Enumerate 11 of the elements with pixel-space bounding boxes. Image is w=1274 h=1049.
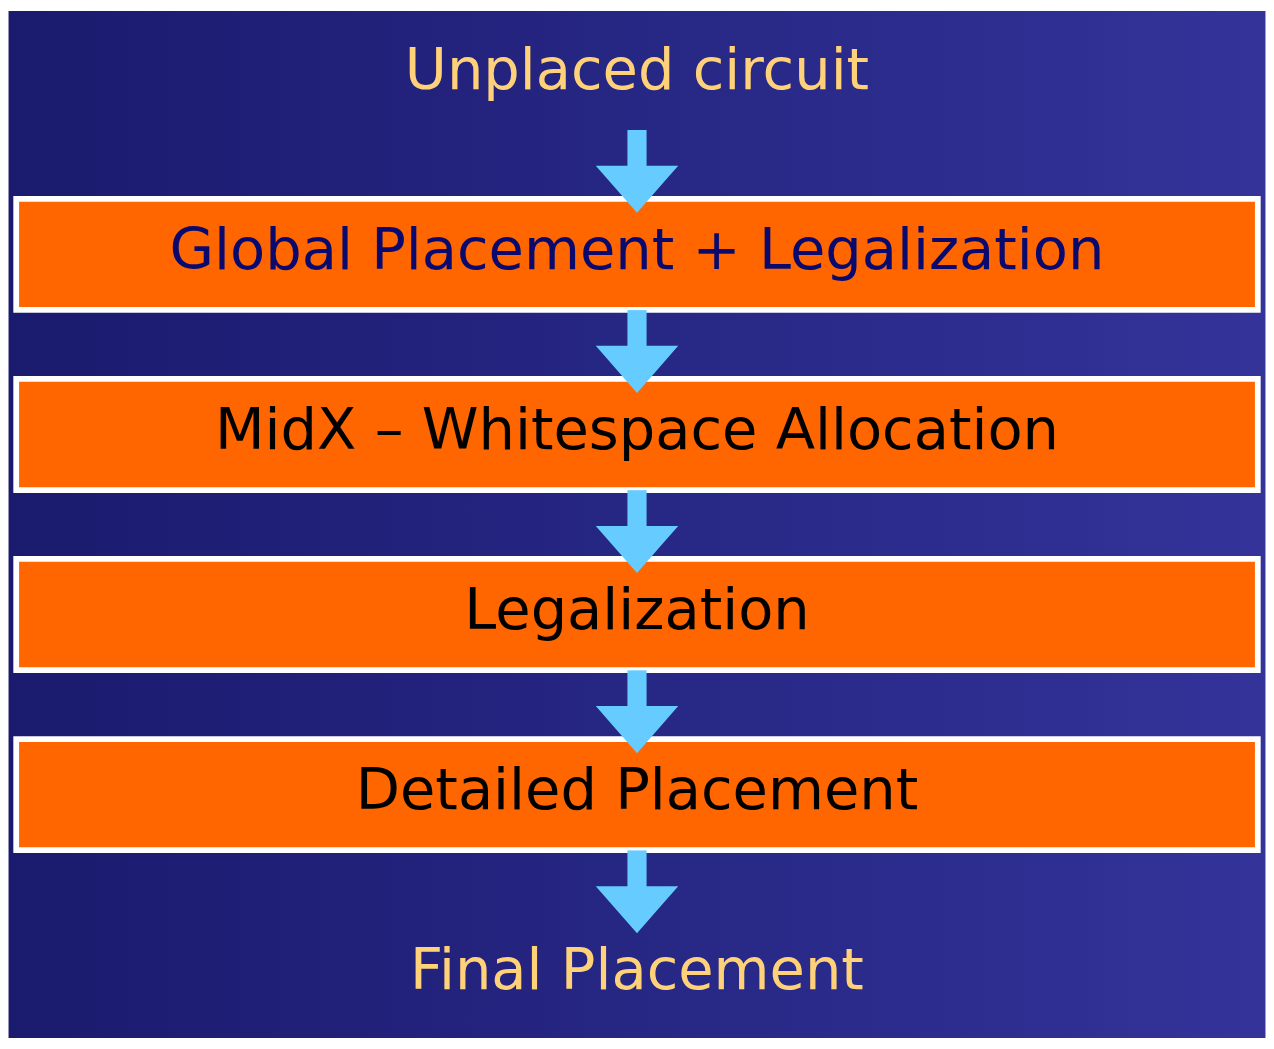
arrow — [595, 310, 679, 393]
node-text: Final Placement — [410, 936, 864, 1004]
node-box: Legalization — [13, 556, 1261, 673]
node-box: MidX – Whitespace Allocation — [13, 376, 1261, 493]
arrow — [595, 850, 679, 934]
node-text: Unplaced circuit — [404, 35, 870, 103]
arrow — [595, 130, 679, 213]
node-box: Global Placement + Legalization — [13, 195, 1261, 313]
arrow — [595, 490, 679, 574]
arrow — [595, 670, 679, 754]
node-box: Detailed Placement — [13, 736, 1261, 854]
